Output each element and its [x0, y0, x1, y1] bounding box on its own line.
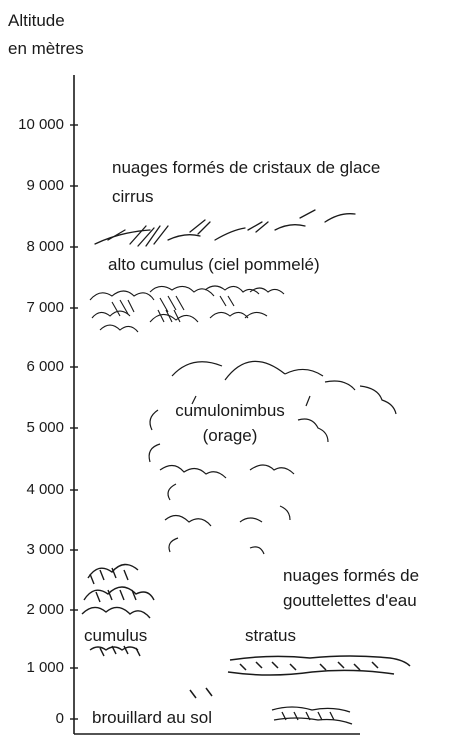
axis-title-line1: Altitude [8, 11, 65, 30]
ground-fog-label: brouillard au sol [92, 708, 213, 727]
droplet-clouds-label-line2: gouttelettes d'eau [283, 591, 417, 610]
ground-fog-icon [271, 706, 353, 725]
tick-label-4000: 4 000 [26, 481, 64, 498]
tick-label-2000: 2 000 [26, 601, 64, 618]
cumulonimbus-label: cumulonimbus [175, 401, 285, 420]
tick-label-9000: 9 000 [26, 177, 64, 194]
droplet-clouds-label-line1: nuages formés de [283, 566, 420, 585]
tick-label-0: 0 [55, 710, 64, 727]
storm-label: (orage) [202, 426, 258, 445]
cumulonimbus-cloud-icon [148, 360, 397, 555]
cirrus-label: cirrus [112, 187, 154, 206]
tick-label-3000: 3 000 [26, 541, 64, 558]
tick-label-5000: 5 000 [26, 419, 64, 436]
axis-ticks [70, 124, 78, 720]
tick-label-1000: 1 000 [26, 659, 64, 676]
tick-label-10000: 10 000 [18, 116, 64, 133]
tick-label-6000: 6 000 [26, 358, 64, 375]
axis-title-line2: en mètres [8, 39, 84, 58]
cumulus-label: cumulus [84, 626, 148, 645]
stratus-cloud-icon [189, 655, 411, 699]
cumulus-cloud-icon [81, 563, 155, 657]
altocumulus-label: alto cumulus (ciel pommelé) [108, 255, 320, 274]
tick-label-8000: 8 000 [26, 238, 64, 255]
stratus-label: stratus [245, 626, 297, 645]
cirrus-cloud-icon [94, 209, 356, 247]
tick-label-7000: 7 000 [26, 299, 64, 316]
ice-clouds-label: nuages formés de cristaux de glace [112, 158, 381, 177]
altocumulus-cloud-icon [89, 285, 285, 333]
